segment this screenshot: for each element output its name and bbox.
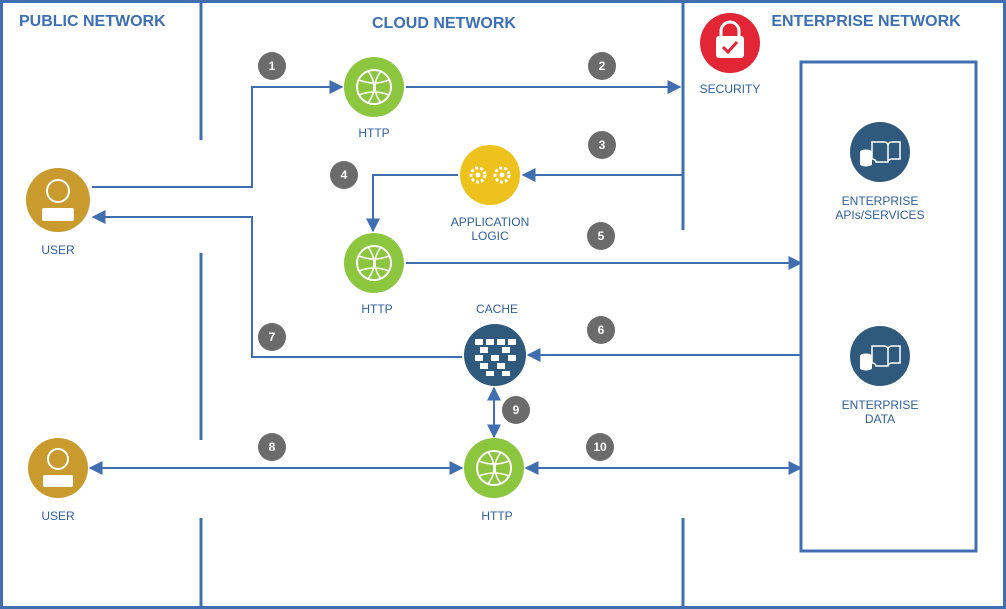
security-label: SECURITY [700,82,761,96]
app-logic-label-line2: LOGIC [471,229,509,243]
enterprise-box [799,60,978,553]
http-top-label: HTTP [358,126,389,140]
app-logic-label-line1: APPLICATION [451,215,529,229]
step-number: 4 [341,168,348,182]
step-number: 7 [269,330,276,344]
cache-node[interactable]: CACHE [464,302,526,386]
step-number: 2 [599,59,606,73]
enterprise-apis-label-line1: ENTERPRISE [842,194,919,208]
gears-icon [460,145,520,205]
step-badge: 7 [258,323,286,351]
zone-title-enterprise: ENTERPRISE NETWORK [771,13,961,30]
user-bottom-label: USER [41,509,75,523]
step-number: 3 [599,138,606,152]
database-book-icon [850,326,910,386]
step-number: 5 [598,229,605,243]
enterprise-apis-node[interactable]: ENTERPRISE APIs/SERVICES [835,122,925,222]
connectors [88,80,803,475]
step-badges: 1 2 3 4 5 6 7 8 9 10 [258,52,616,461]
step-badge: 6 [587,316,615,344]
step-badge: 1 [258,52,286,80]
user-top-label: USER [41,243,75,257]
http-node-middle[interactable]: HTTP [344,233,404,316]
app-logic-node[interactable]: APPLICATION LOGIC [451,145,529,243]
step-badge: 4 [330,161,358,189]
http-bottom-label: HTTP [481,509,512,523]
user-node-top[interactable]: USER [26,168,90,257]
enterprise-data-node[interactable]: ENTERPRISE DATA [842,326,919,426]
enterprise-data-label-line2: DATA [865,412,895,426]
step-number: 10 [593,440,607,454]
step-badge: 10 [586,433,614,461]
enterprise-apis-label-line2: APIs/SERVICES [835,208,924,222]
step-badge: 8 [258,433,286,461]
step-badge: 5 [587,222,615,250]
cache-label: CACHE [476,302,518,316]
connector-cache-to-user [91,210,462,358]
step-badge: 3 [588,131,616,159]
http-node-bottom[interactable]: HTTP [464,438,524,523]
enterprise-data-label-line1: ENTERPRISE [842,398,919,412]
connector-user-to-http [92,80,344,188]
step-badge: 2 [588,52,616,80]
http-node-top[interactable]: HTTP [344,57,404,140]
database-book-icon [850,122,910,182]
security-node[interactable]: SECURITY [700,13,761,96]
zone-title-cloud: CLOUD NETWORK [372,15,516,32]
user-node-bottom[interactable]: USER [28,438,88,523]
step-badge: 9 [502,396,530,424]
zone-title-public: PUBLIC NETWORK [19,13,166,30]
step-number: 6 [598,323,605,337]
http-middle-label: HTTP [361,302,392,316]
connector-app-logic-to-http [366,174,458,233]
step-number: 8 [269,440,276,454]
step-number: 1 [269,59,276,73]
step-number: 9 [513,403,520,417]
